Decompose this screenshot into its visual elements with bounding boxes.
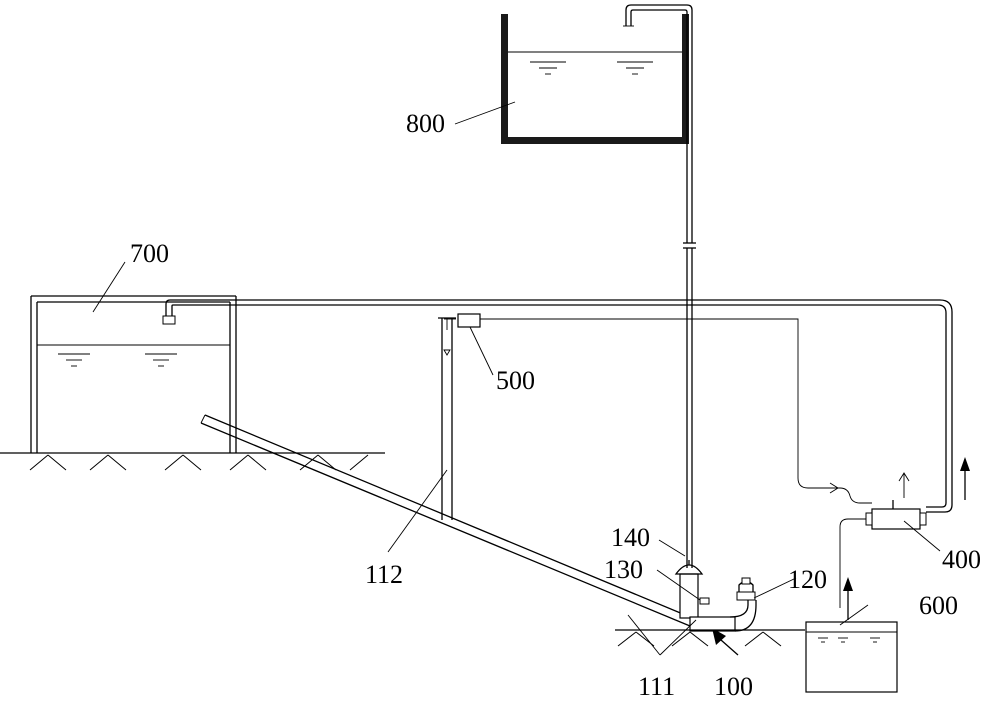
controller (444, 314, 872, 503)
label-pump-assembly: 100 (714, 672, 753, 701)
pump-assembly (676, 560, 756, 631)
lower-tank (806, 622, 897, 692)
ground-left (0, 453, 385, 470)
label-lower-tank: 600 (919, 591, 958, 620)
label-heat-exchanger: 400 (942, 545, 981, 574)
label-elevated-tank: 800 (406, 109, 445, 138)
heat-exchanger (840, 500, 926, 608)
label-air-chamber: 140 (611, 523, 650, 552)
elevated-tank (501, 14, 689, 144)
label-controller: 500 (496, 366, 535, 395)
label-joint: 130 (604, 555, 643, 584)
reference-labels: 800 700 500 112 140 130 120 400 600 111 … (130, 109, 981, 701)
label-valve: 120 (788, 565, 827, 594)
source-pool (31, 296, 236, 453)
return-pipe (163, 300, 952, 512)
label-source-pool: 700 (130, 239, 169, 268)
label-vertical-pipe: 112 (365, 560, 403, 589)
vertical-pipe (438, 318, 456, 520)
label-inlet-pipe: 111 (638, 672, 675, 701)
inlet-pipe (201, 415, 690, 626)
ground-right (615, 630, 805, 646)
